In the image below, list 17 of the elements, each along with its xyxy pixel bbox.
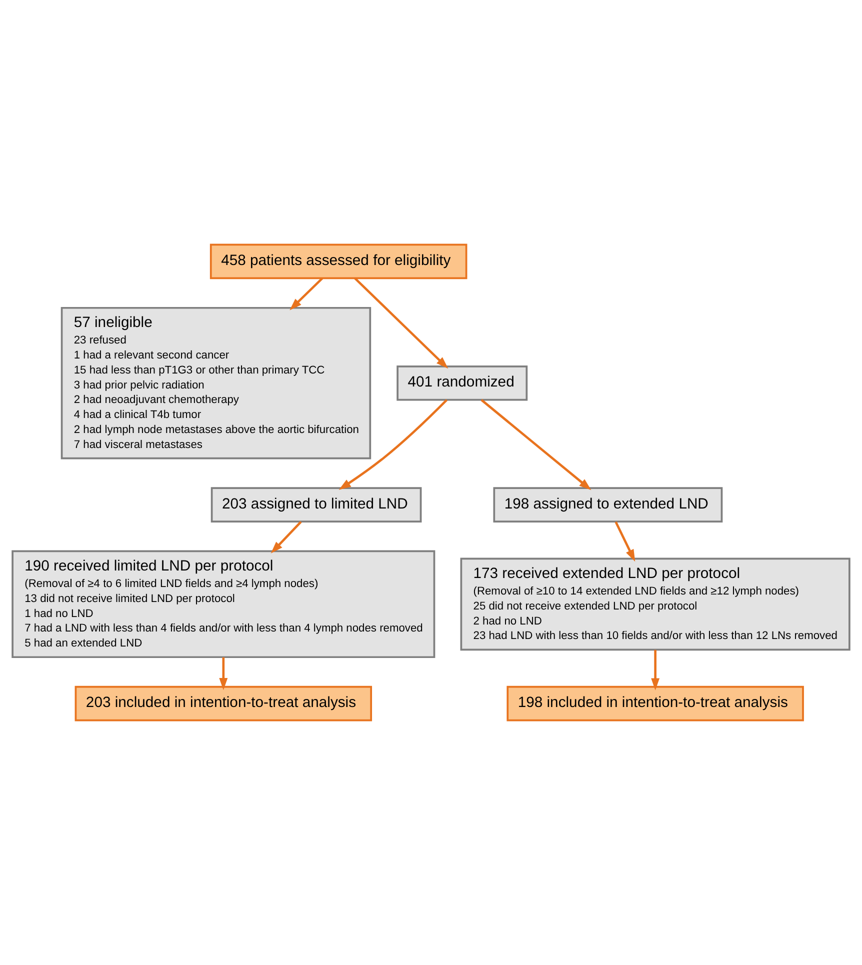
node-box: 458 patients assessed for eligibility [210, 244, 468, 280]
arrow [614, 521, 636, 562]
arrow [290, 277, 324, 310]
node-box: 203 included in intention-to-treat analysis [74, 686, 372, 722]
node-box: 198 included in intention-to-treat analysis [506, 686, 804, 722]
node-box: 57 ineligible 23 refused 1 had a relevant second cancer 15 had less than pT1G3 or other than primary TCC 3 had prior pelvic radiation 2 had neoadjuvant chemotherapy 4 had a clinical T4b tumor 2 had lymph node metastases above the aortic bifurcation 7 had visceral metastases [60, 306, 372, 460]
arrow [270, 521, 302, 554]
arrow [338, 399, 448, 490]
arrow [651, 650, 660, 690]
node-box: 198 assigned to extended LND [493, 487, 723, 522]
arrow [480, 399, 592, 490]
node-box: 190 received limited LND per protocol (Removal of ≥4 to 6 limited LND fields and ≥4 lymph nodes) 13 did not receive limited LND per protocol 1 had no LND 7 had a LND with less than 4 fields and/or with less than 4 lymph nodes removed 5 had an extended LND [12, 550, 436, 658]
arrow [354, 277, 448, 369]
node-box: 173 received extended LND per protocol (Removal of ≥10 to 14 extended LND fields and ≥12 lymph nodes) 25 did not receive extended LND per protocol 2 had no LND 23 had LND with less than 10 fields and/or with less than 12 LNs removed [460, 558, 850, 651]
node-box: 401 randomized [396, 365, 528, 401]
node-box: 203 assigned to limited LND [210, 487, 422, 522]
arrow [219, 657, 228, 690]
